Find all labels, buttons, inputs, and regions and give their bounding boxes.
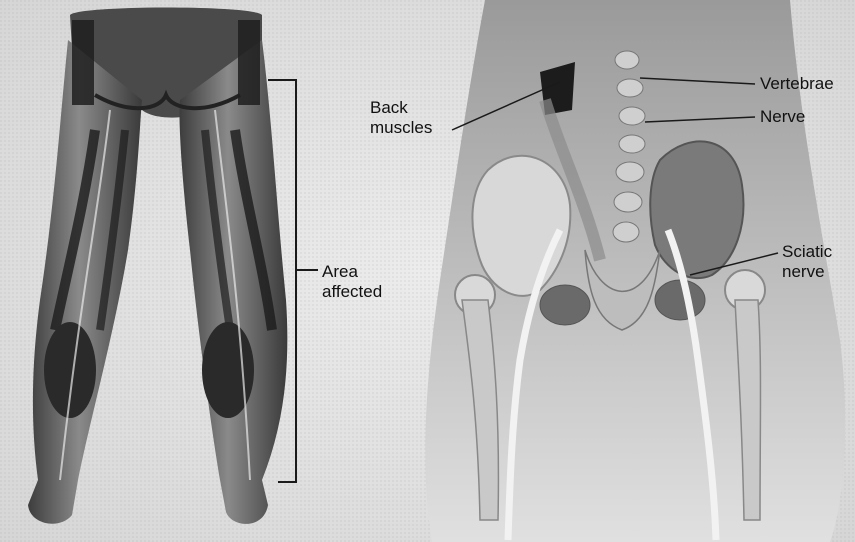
sciatic-line1: Sciatic: [782, 242, 832, 262]
back-muscles-line1: Back: [370, 98, 432, 118]
back-muscles-line2: muscles: [370, 118, 432, 138]
sciatic-nerve-label: Sciatic nerve: [782, 242, 832, 282]
back-muscles-label: Back muscles: [370, 98, 432, 138]
left-glute-dark: [72, 20, 94, 105]
right-calf: [202, 322, 254, 418]
right-ilium: [650, 141, 743, 278]
vertebrae-label: Vertebrae: [760, 74, 834, 94]
right-glute-dark: [238, 20, 260, 105]
area-affected-label: Area affected: [322, 262, 382, 302]
area-affected-line1: Area: [322, 262, 382, 282]
left-obturator: [540, 285, 590, 325]
sciatic-line2: nerve: [782, 262, 832, 282]
area-affected-line2: affected: [322, 282, 382, 302]
right-obturator: [655, 280, 705, 320]
nerve-label: Nerve: [760, 107, 805, 127]
